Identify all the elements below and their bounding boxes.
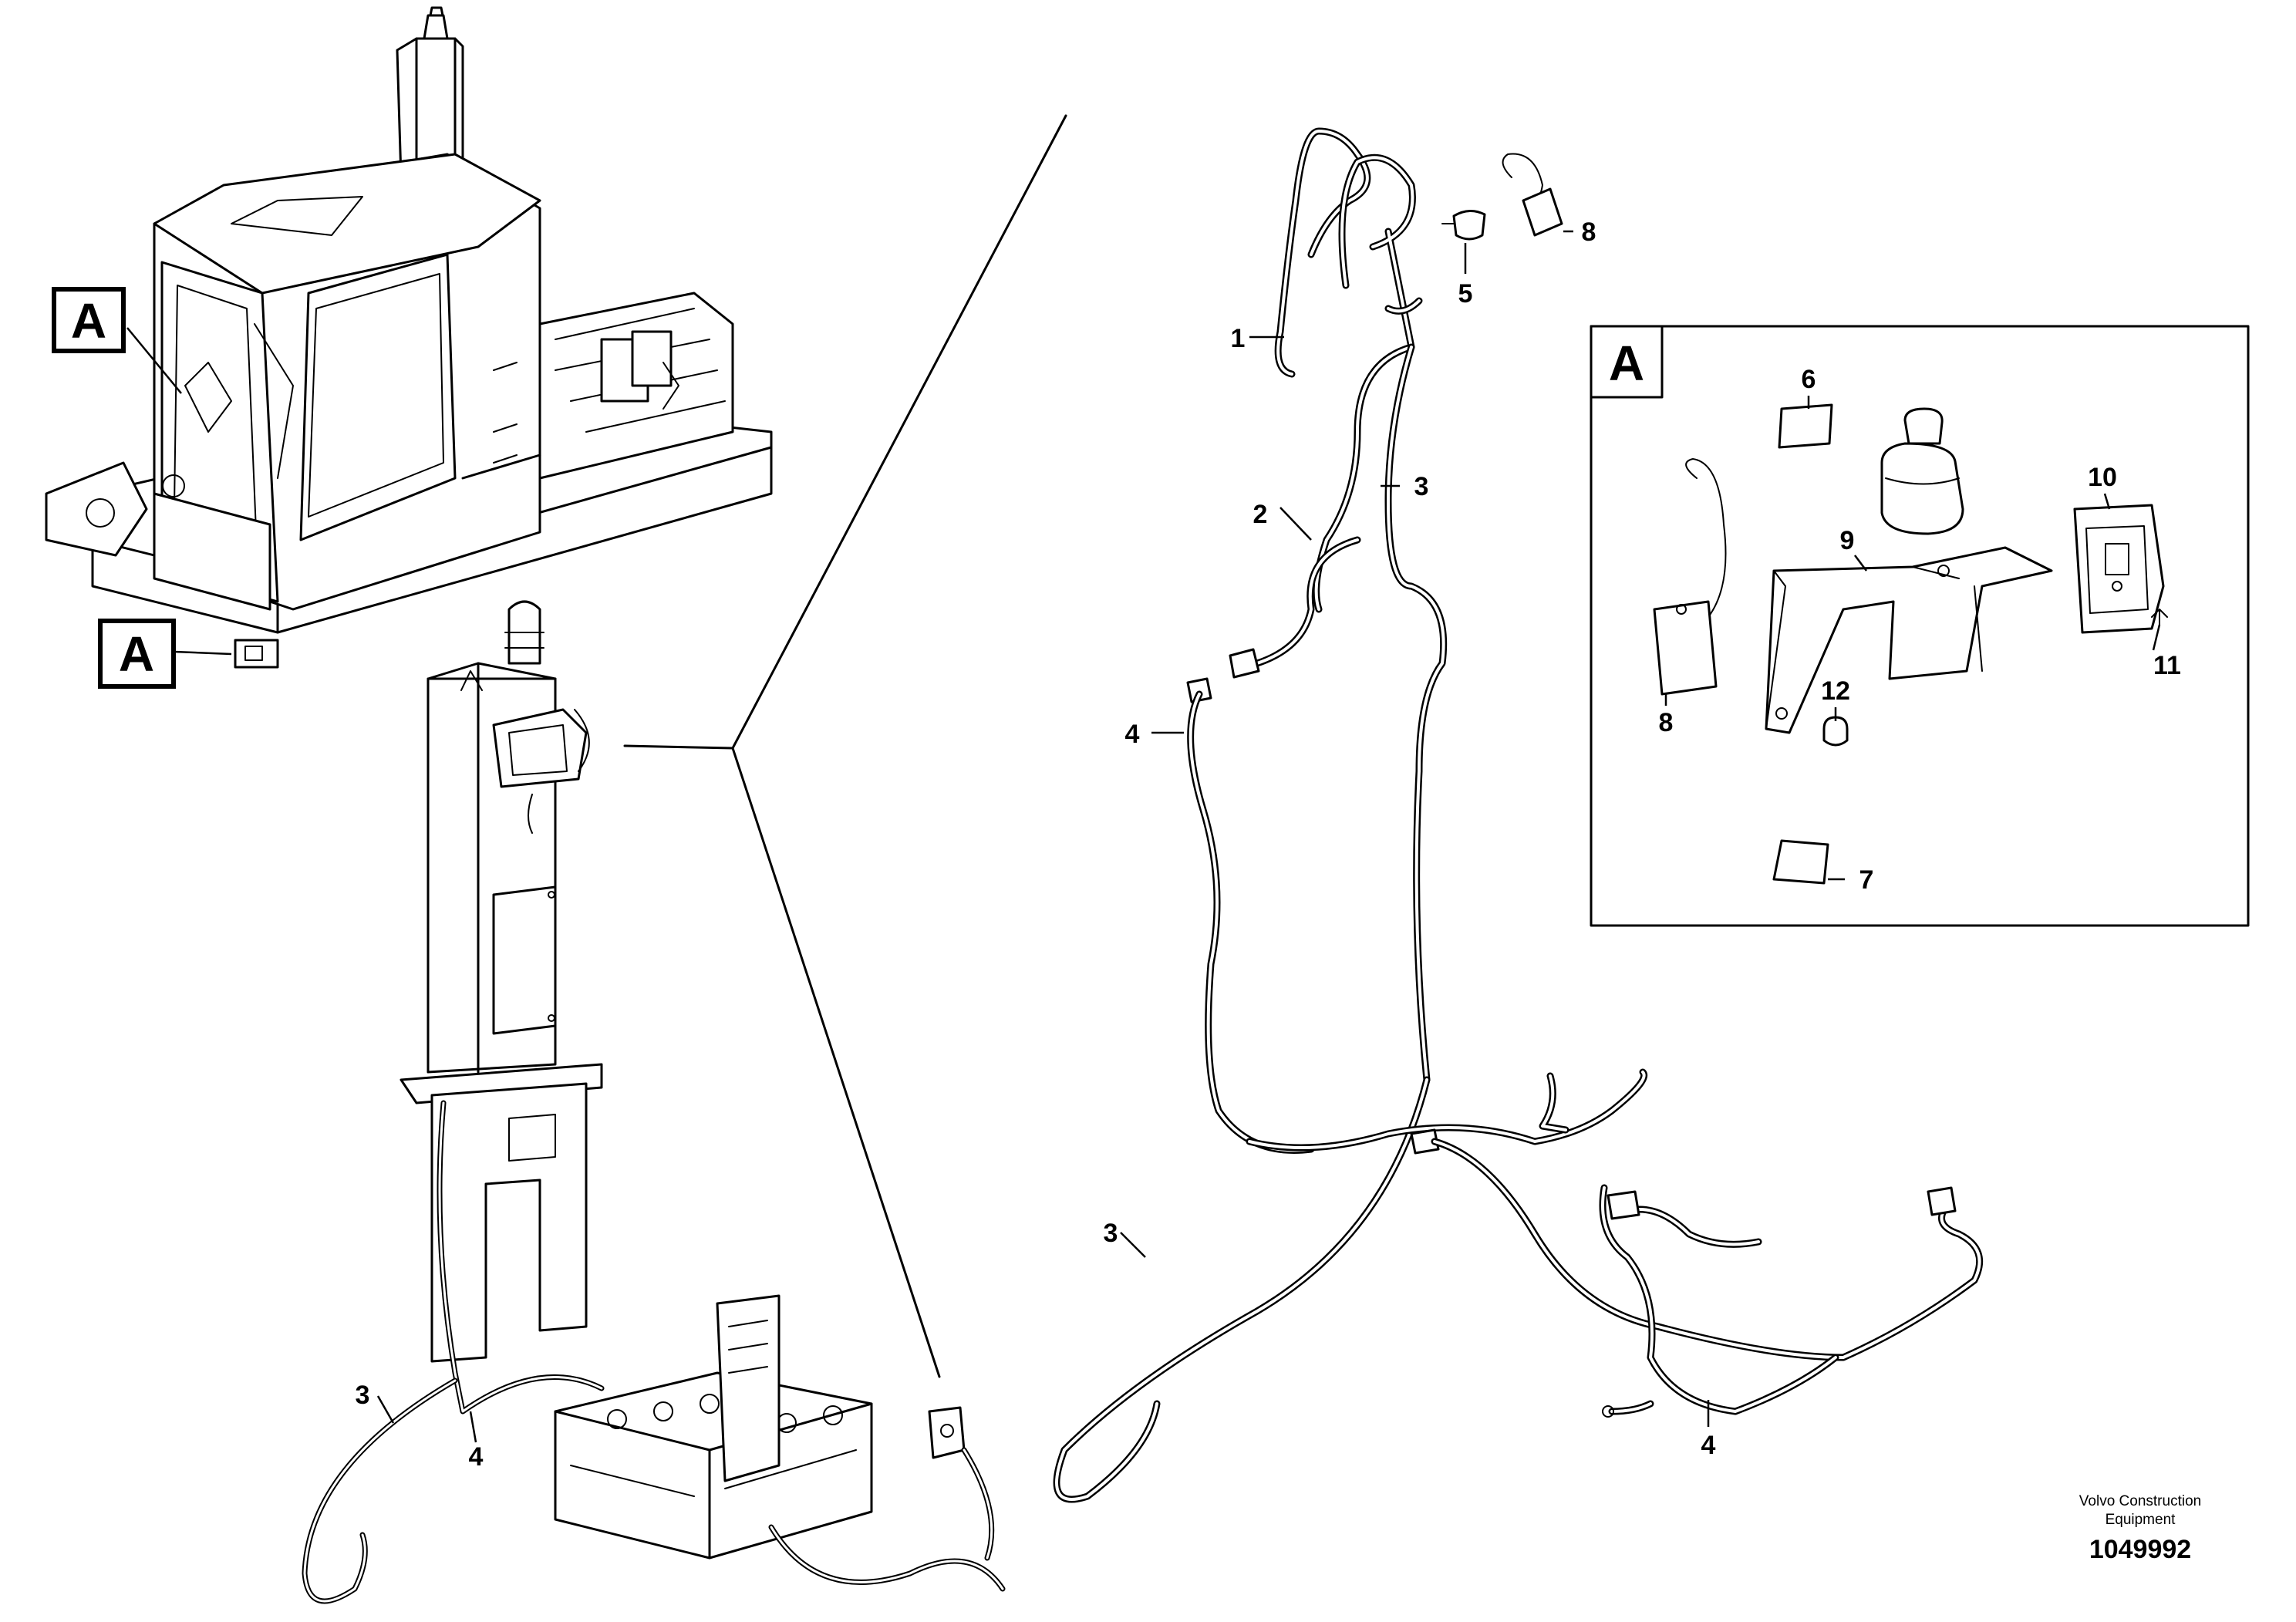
callout-1: 1	[1231, 324, 1246, 353]
callout-12: 12	[1821, 676, 1850, 706]
detail-marker-a-box: A	[1609, 336, 1644, 391]
enlargement-lines	[623, 114, 1067, 1378]
callout-4-connector: 4	[1125, 720, 1140, 749]
svg-text:A: A	[119, 626, 154, 682]
cable-harness	[1053, 127, 1984, 1503]
detail-marker-a-bottom: A	[98, 619, 176, 689]
callout-numbers: 1 2 3 4 5 8 3 4 3 4 6 8 9 10 11 12 7	[356, 218, 2181, 1472]
callout-5: 5	[1458, 279, 1473, 309]
callout-8-top: 8	[1582, 218, 1596, 247]
drawing-number: 1049992	[2089, 1535, 2192, 1564]
cable-tie-tag-part-8	[1502, 153, 1563, 237]
callout-11: 11	[2153, 651, 2181, 680]
callout-7: 7	[1859, 865, 1874, 895]
detail-box-a	[1590, 325, 2250, 927]
callout-8-detail: 8	[1659, 708, 1674, 737]
cable-clip-part-5	[1441, 210, 1486, 241]
callout-3-top: 3	[1414, 472, 1429, 501]
svg-text:A: A	[71, 293, 106, 349]
callout-3-harness: 3	[1104, 1219, 1118, 1248]
beacon-pole-illustration	[302, 600, 1006, 1604]
callout-4-pole: 4	[469, 1442, 484, 1472]
leader-lines	[126, 230, 2161, 1443]
svg-text:A: A	[1609, 336, 1644, 391]
callout-2: 2	[1253, 500, 1268, 529]
cab-illustration	[45, 6, 773, 669]
callout-6: 6	[1802, 365, 1816, 394]
company-name: Volvo Construction Equipment	[2079, 1493, 2202, 1528]
callout-4-harness: 4	[1701, 1431, 1716, 1460]
detail-marker-a-top: A	[52, 287, 126, 353]
callout-9: 9	[1840, 526, 1855, 555]
callout-10: 10	[2088, 463, 2117, 492]
callout-3-pole: 3	[356, 1381, 370, 1410]
